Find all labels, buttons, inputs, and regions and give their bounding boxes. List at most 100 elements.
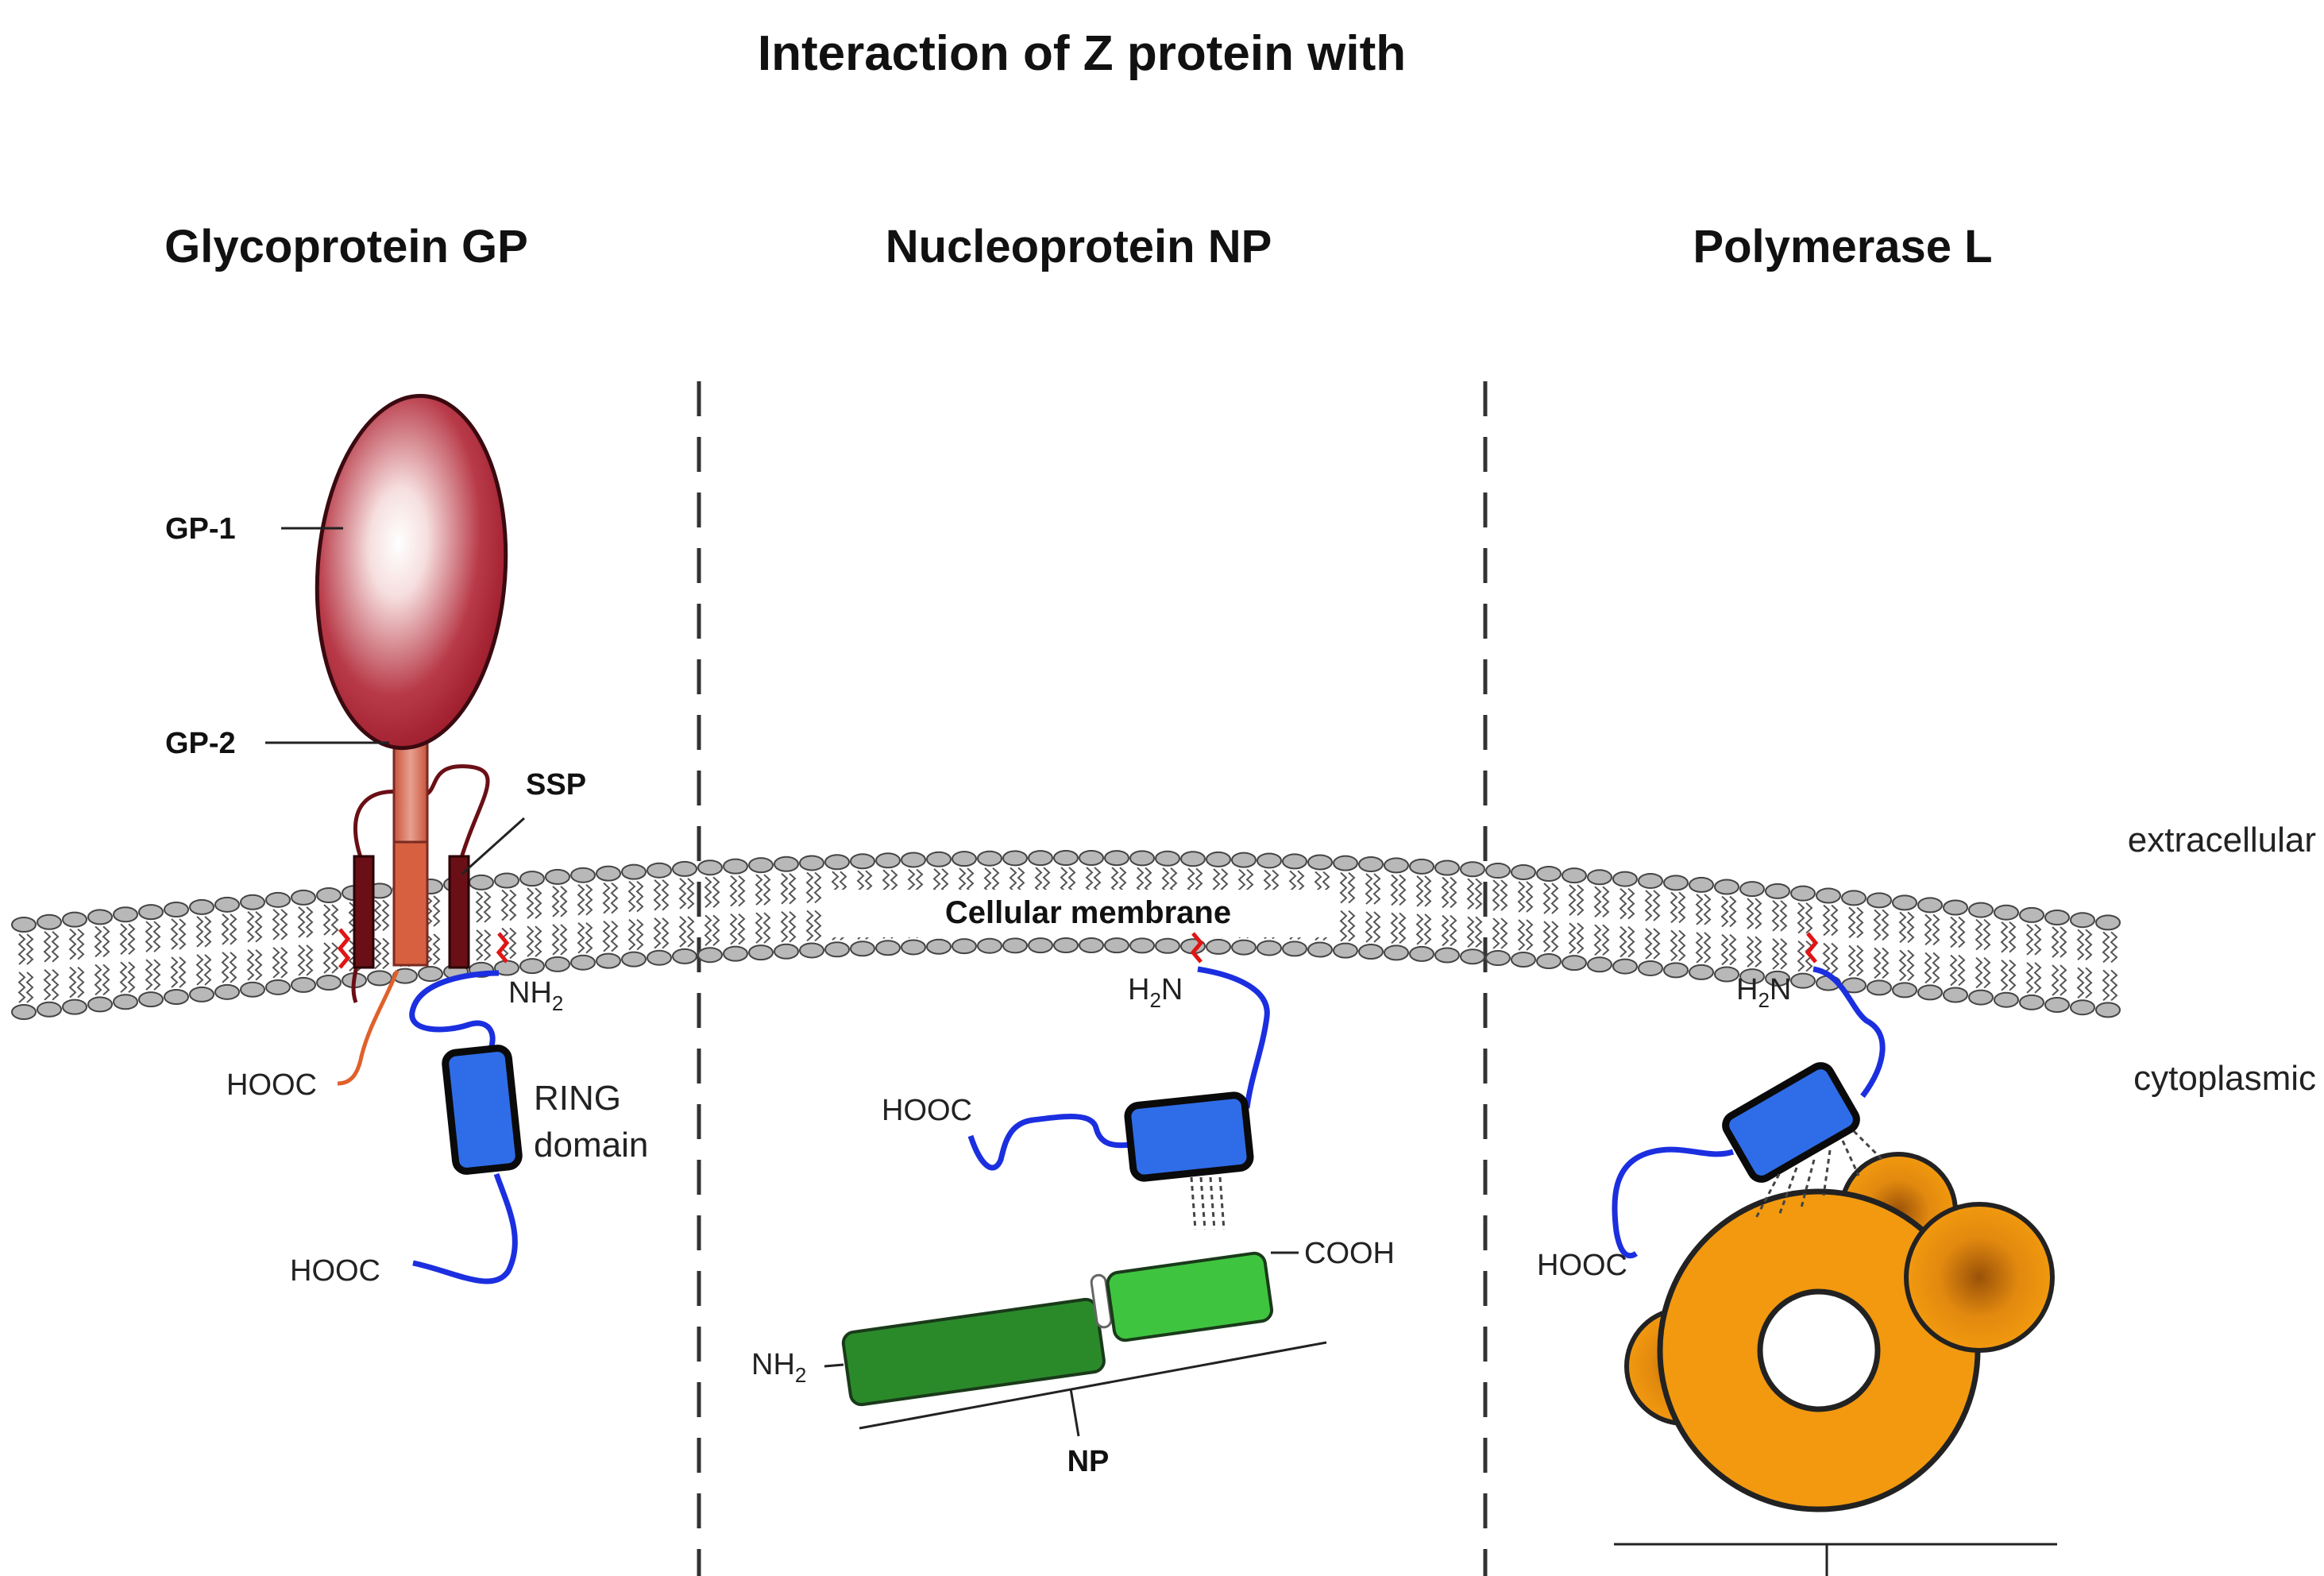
lipid-head [494,872,519,889]
lipid-tail [678,916,687,948]
lipid-head [1943,987,1968,1003]
lipid-tail [1898,911,1907,944]
lipid-tail [229,914,237,945]
lipid-tail [1441,914,1450,947]
l-z-cterm-label: HOOC [1537,1249,1627,1282]
lipid-tail [1695,894,1704,925]
lipid-head [1257,852,1282,869]
lipid-tail [1568,922,1577,954]
lipid-tail [2008,959,2017,991]
lipid-tail [17,933,26,965]
lipid-head [1562,867,1587,884]
lipid-head [875,940,901,956]
lipid-tail [1593,886,1602,918]
lipid-tail [1525,881,1534,913]
lipid-tail [381,937,390,970]
lipid-head [189,898,214,915]
lipid-tail [254,911,263,943]
lipid-head [1663,962,1689,979]
lipid-head [189,986,214,1002]
lipid-tail [1619,925,1627,958]
lipid-head [37,914,62,930]
lipid-tail [1847,944,1856,977]
lipid-head [1994,904,2019,921]
lipid-head [723,858,748,875]
lipid-head [1638,872,1663,889]
lipid-head [2044,997,2070,1014]
lipid-head [214,983,240,1000]
lipid-tail [577,921,585,954]
lipid-tail [602,882,611,914]
lipid-head [647,862,672,879]
lipid-head [265,891,291,908]
lipid-tail [94,925,102,958]
figure-title: Interaction of Z protein with [758,26,1406,81]
lipid-tail [1542,921,1551,952]
lipid-tail [1372,873,1381,905]
gp1-label: GP-1 [165,512,236,546]
lipid-tail [1746,898,1755,929]
panel-title-nucleoprotein: Nucleoprotein NP [886,221,1272,272]
lipid-tail [2110,969,2118,1002]
lipid-tail [737,913,746,945]
lipid-head [1485,863,1511,879]
lipid-tail [1906,911,1915,944]
lipid-head [1943,899,1968,916]
lipid-tail [1932,952,1940,984]
np-label: NP [1067,1445,1110,1478]
lipid-head [2044,910,2070,926]
lipid-head [1714,966,1739,983]
lipid-tail [1975,918,1983,951]
lipid-tail [1720,895,1729,928]
lipid-tail [1644,890,1653,921]
lipid-head [1231,939,1257,956]
np-n-terminal-domain [841,1297,1106,1407]
lipid-tail [68,928,77,960]
lipid-head [596,865,621,882]
lipid-tail [1677,929,1686,962]
lipid-tail [1771,938,1780,970]
lipid-tail [627,918,636,951]
np-nh2-leader [824,1363,844,1368]
lipid-tail [1550,883,1559,914]
membrane-label-box [830,890,1338,937]
lipid-tail [526,925,535,957]
lipid-tail [1805,902,1813,934]
lipid-tail [1982,918,1991,951]
lipid-tail [2059,964,2067,996]
lipid-head [11,1003,37,1020]
z-ring-domain-l [1722,1062,1860,1183]
lipid-tail [25,971,34,1003]
lipid-tail [424,895,433,927]
lipid-tail [1601,924,1610,956]
lipid-tail [1746,936,1755,968]
lipid-tail [559,886,568,917]
lipid-head [850,941,875,957]
lipid-tail [152,959,161,991]
lipid-tail [1695,932,1704,964]
lipid-head [1968,989,1994,1006]
lipid-head [901,939,926,956]
lipid-head [1511,863,1536,880]
lipid-head [621,863,647,880]
lipid-tail [1517,919,1526,951]
lipid-tail [432,895,441,927]
lipid-head [1282,941,1307,957]
lipid-head [1257,940,1282,956]
lipid-tail [432,933,441,965]
lipid-head [1790,972,1816,989]
lipid-tail [381,899,390,932]
lipid-tail [1415,914,1424,945]
lipid-head [1434,947,1460,964]
lipid-tail [610,920,619,952]
lipid-tail [1517,881,1526,913]
lipid-tail [1728,933,1737,966]
lipid-tail [1703,932,1712,964]
lipid-head [1079,937,1104,954]
lipid-tail [483,929,492,961]
lipid-head [1129,850,1155,867]
lipid-head [1917,897,1943,914]
lipid-head [1053,850,1079,867]
lipid-tail [712,914,720,946]
lipid-head [1587,869,1612,886]
